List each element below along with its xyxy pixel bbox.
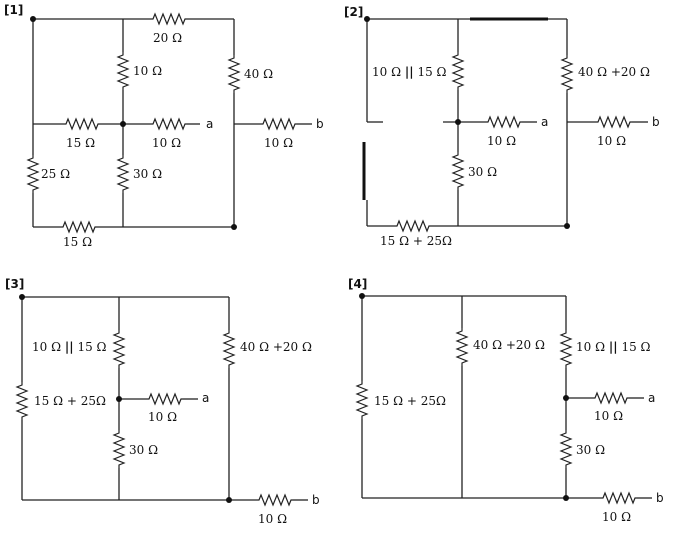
resistor-20-ohm [150,12,187,26]
label-10-par-15-ohm: 10 Ω || 15 Ω [576,340,651,354]
label-15-ohm-left: 15 Ω [66,136,95,150]
panel-3: [3] 10 Ω || 15 Ω 40 Ω +20 Ω 15 Ω + 25Ω [5,277,320,526]
label-30-ohm: 30 Ω [468,165,497,179]
label-30-ohm: 30 Ω [576,443,605,457]
node-bottom-right [563,495,569,501]
label-15-plus-25-ohm: 15 Ω + 25Ω [34,394,106,408]
terminal-a: a [648,391,655,405]
resistor-10-ohm-to-a [150,117,187,131]
resistor-10-ohm-upper [116,52,130,90]
node-center [120,121,126,127]
label-10-par-15-ohm: 10 Ω || 15 Ω [32,340,107,354]
resistor-15-ohm-left [63,117,100,131]
label-20-ohm: 20 Ω [153,31,182,45]
node-bottom-right [226,497,232,503]
node-center [563,395,569,401]
panel-1: [1] 20 Ω 10 [4,3,324,249]
node-center [116,396,122,402]
resistor-15-plus-25-ohm [394,219,431,233]
resistor-30-ohm [559,430,573,468]
node-top-left [359,293,365,299]
label-15-plus-25-ohm: 15 Ω + 25Ω [374,394,446,408]
terminal-b: b [312,493,320,507]
label-40-ohm: 40 Ω [244,67,273,81]
resistor-10-ohm-to-a [485,115,522,129]
node-top-left [19,294,25,300]
label-40-plus-20-ohm: 40 Ω +20 Ω [240,340,312,354]
resistor-15-ohm-bottom [60,220,97,234]
label-10-ohm-to-a: 10 Ω [594,409,623,423]
label-25-ohm: 25 Ω [41,167,70,181]
resistor-25-ohm [26,155,40,193]
terminal-a: a [541,115,548,129]
node-bottom-right [564,223,570,229]
node-top-left [364,16,370,22]
resistor-40-plus-20-ohm [455,328,469,366]
resistor-30-ohm [112,430,126,468]
resistor-10-ohm-to-a [592,391,629,405]
label-30-ohm: 30 Ω [133,167,162,181]
terminal-b: b [316,117,324,131]
panel-2: [2] 10 Ω || 15 Ω [344,5,660,248]
resistor-40-ohm [227,55,241,93]
label-10-ohm-to-a: 10 Ω [487,134,516,148]
label-40-plus-20-ohm: 40 Ω +20 Ω [578,65,650,79]
resistor-15-plus-25-ohm [355,381,369,419]
node-bottom-right [231,224,237,230]
node-center [455,119,461,125]
label-10-ohm-to-b: 10 Ω [602,510,631,524]
terminal-a: a [206,117,213,131]
panel-4-label: [4] [348,277,367,291]
panel-2-label: [2] [344,5,363,19]
resistor-30-ohm [116,155,130,193]
label-10-par-15-ohm: 10 Ω || 15 Ω [372,65,447,79]
label-30-ohm: 30 Ω [129,443,158,457]
terminal-a: a [202,391,209,405]
resistor-30-ohm [451,152,465,190]
resistor-10-ohm-to-a [146,392,183,406]
panel-1-label: [1] [4,3,23,17]
panel-3-label: [3] [5,277,24,291]
resistor-10-ohm-to-b [595,115,632,129]
resistor-10-ohm-to-b [260,117,297,131]
resistor-10-par-15-ohm [451,52,465,90]
resistor-10-par-15-ohm [559,330,573,368]
resistor-10-ohm-to-b [600,491,637,505]
label-10-ohm-to-a: 10 Ω [152,136,181,150]
label-10-ohm-upper: 10 Ω [133,64,162,78]
resistor-40-plus-20-ohm [222,330,236,368]
resistor-10-ohm-to-b [256,493,293,507]
resistor-10-par-15-ohm [112,330,126,368]
label-10-ohm-to-b: 10 Ω [258,512,287,526]
label-15-plus-25-ohm: 15 Ω + 25Ω [380,234,452,248]
terminal-b: b [656,491,664,505]
label-40-plus-20-ohm: 40 Ω +20 Ω [473,338,545,352]
label-10-ohm-to-a: 10 Ω [148,410,177,424]
panel-4: [4] 40 Ω +20 Ω 10 Ω || 15 Ω 15 Ω + 25Ω [348,277,664,524]
label-10-ohm-to-b: 10 Ω [597,134,626,148]
node-top-left [30,16,36,22]
label-15-ohm-bottom: 15 Ω [63,235,92,249]
resistor-15-plus-25-ohm [15,382,29,420]
label-10-ohm-to-b: 10 Ω [264,136,293,150]
terminal-b: b [652,115,660,129]
resistor-40-plus-20-ohm [560,55,574,93]
